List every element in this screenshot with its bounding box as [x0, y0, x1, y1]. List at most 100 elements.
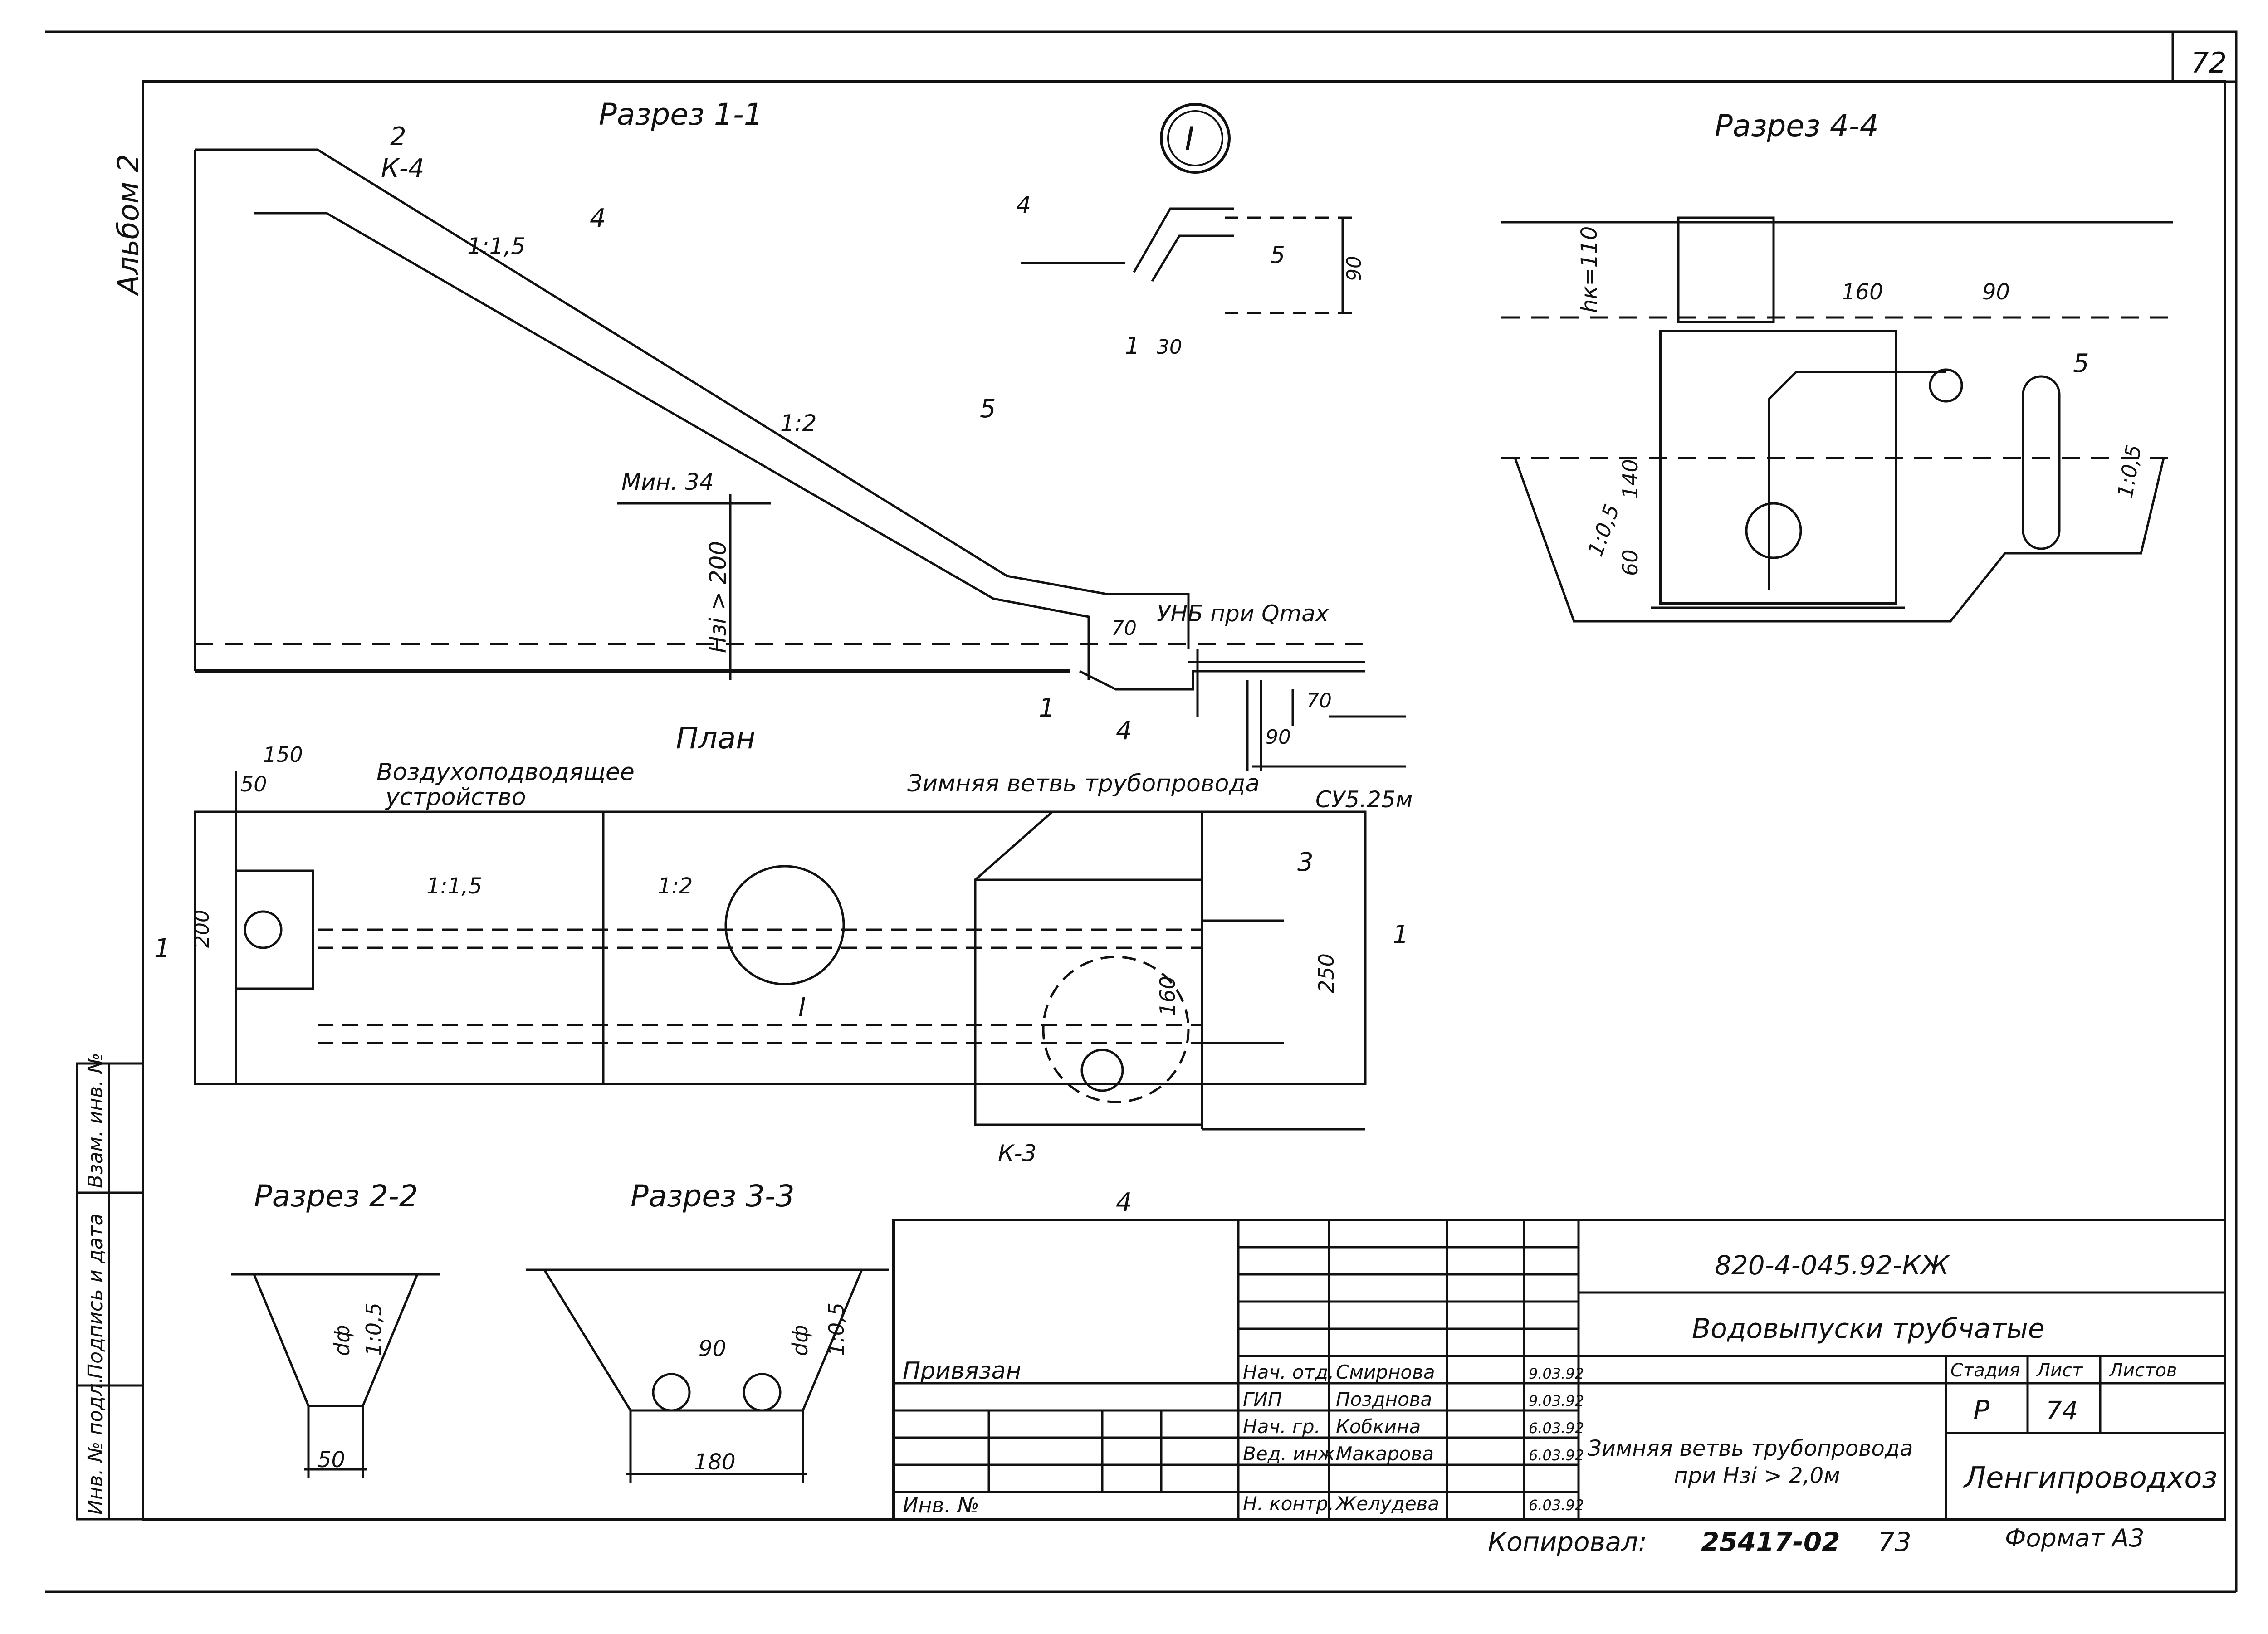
tb-name: Смирнова — [1336, 1361, 1435, 1383]
dim-90-s33: 90 — [699, 1336, 726, 1361]
plan-callout-1-right: 1 — [1393, 920, 1409, 950]
side-stamp — [76, 1062, 144, 1521]
node-callout-4: 4 — [1016, 192, 1031, 219]
footer-format: Формат А3 — [2005, 1524, 2145, 1552]
plan-slope-1-15: 1:1,5 — [426, 873, 482, 899]
node-callout-1: 1 — [1125, 332, 1140, 360]
s33-df: dф — [788, 1325, 812, 1356]
section-4-4-title: Разрез 4-4 — [1715, 108, 1879, 143]
section-3-3: Разрез 3-3 90 180 1:0,5 dф — [526, 1179, 889, 1483]
s22-slope: 1:0,5 — [362, 1302, 386, 1356]
plan-slope-1-2: 1:2 — [658, 873, 693, 899]
dim-50-plan: 50 — [240, 772, 267, 796]
tb-role: Нач. гр. — [1243, 1415, 1320, 1438]
s33-slope: 1:0,5 — [824, 1302, 849, 1356]
section-3-3-title: Разрез 3-3 — [631, 1179, 795, 1214]
footer-number: 73 — [1878, 1527, 1911, 1557]
label-k4: К-4 — [381, 154, 425, 183]
air-device-line2: устройство — [385, 784, 526, 811]
title-block-frame — [892, 1219, 2226, 1521]
winter-branch-label: Зимняя ветвь трубопровода — [907, 770, 1260, 797]
label-hzi: Hзі > 200 — [705, 541, 731, 653]
dim-90-44: 90 — [1982, 279, 2010, 305]
tb-sheet-label: Лист — [2036, 1360, 2083, 1381]
plan-callout-1-left: 1 — [154, 934, 171, 963]
tb-sheet: 74 — [2046, 1396, 2078, 1426]
section-1-1-title: Разрез 1-1 — [599, 97, 763, 132]
dim-70: 70 — [1306, 689, 1332, 712]
section-4-4: Разрез 4-4 hк=110 160 90 5 140 60 1:0,5 … — [1501, 108, 2173, 623]
callout-1: 1 — [1039, 693, 1055, 723]
footer-copied-label: Копировал: — [1488, 1527, 1647, 1557]
page-number: 72 — [2191, 46, 2227, 79]
dim-60-44: 60 — [1618, 549, 1642, 576]
tb-code: 820-4-045.92-КЖ — [1715, 1250, 1950, 1281]
tb-date: 6.03.92 — [1529, 1447, 1584, 1464]
node-dim-90: 90 — [1343, 256, 1366, 281]
tb-role: Нач. отд. — [1243, 1361, 1334, 1383]
dim-200-plan: 200 — [191, 910, 214, 948]
section-2-2: Разрез 2-2 50 1:0,5 dф — [231, 1179, 440, 1478]
dim-160-44: 160 — [1842, 279, 1883, 305]
tb-sheet-title-1: Зимняя ветвь трубопровода — [1588, 1436, 1913, 1461]
plan-callout-4-top: 4 — [1116, 716, 1132, 746]
dim-160-plan: 160 — [1155, 976, 1180, 1016]
slope-1-05-b: 1:0,5 — [2113, 443, 2146, 500]
plan-callout-4-bottom: 4 — [1116, 1188, 1132, 1217]
tb-organization: Ленгипроводхоз — [1963, 1461, 2217, 1495]
callout-5: 5 — [980, 394, 996, 424]
section-2-2-title: Разрез 2-2 — [254, 1179, 418, 1214]
dim-180: 180 — [694, 1449, 736, 1475]
stamp-inv-podl: Инв. № подл. — [84, 1377, 107, 1515]
tb-role: ГИП — [1243, 1388, 1282, 1410]
stamp-signature-date: Подпись и дата — [84, 1214, 107, 1379]
label-min-level: Мин. 34 — [621, 469, 714, 495]
plan-title: План — [676, 721, 755, 756]
tb-name: Кобкина — [1336, 1415, 1421, 1438]
stamp-vzam-inv: Взам. инв. № — [84, 1053, 107, 1188]
tb-stage: Р — [1973, 1395, 1990, 1426]
node-callout-5: 5 — [1270, 242, 1285, 269]
tb-date: 9.03.92 — [1529, 1365, 1584, 1382]
air-device-line1: Воздухоподводящее — [376, 759, 635, 786]
tb-date: 9.03.92 — [1529, 1392, 1584, 1410]
tb-attached: Привязан — [903, 1357, 1021, 1385]
tb-inv-no: Инв. № — [903, 1493, 979, 1517]
tb-title: Водовыпуски трубчатые — [1692, 1313, 2045, 1345]
section-1-1: Разрез 1-1 2 К-4 1:1,5 4 1:2 5 Мин. 34 H… — [194, 97, 1413, 813]
node-dim-30: 30 — [1157, 336, 1182, 359]
dim-140: 70 — [1111, 617, 1137, 640]
tb-date: 6.03.92 — [1529, 1497, 1584, 1514]
tb-name: Позднова — [1336, 1388, 1432, 1410]
dim-50-s22: 50 — [318, 1447, 345, 1473]
tb-name: Макарова — [1336, 1443, 1434, 1465]
detail-node-i: I 4 5 1 30 90 — [1016, 103, 1366, 360]
tb-role: Вед. инж. — [1243, 1443, 1341, 1465]
slope-1-15: 1:1,5 — [467, 233, 525, 259]
tb-date: 6.03.92 — [1529, 1419, 1584, 1437]
footer-order-no: 25417-02 — [1701, 1527, 1840, 1557]
callout-2: 2 — [390, 122, 406, 151]
plan-view: План Воздухоподводящее устройство Зимняя… — [154, 716, 1409, 1217]
tb-sheet-title-2: при Hзі > 2,0м — [1674, 1463, 1840, 1488]
dim-140-44: 140 — [1618, 459, 1642, 499]
plan-label-k3: К-3 — [998, 1140, 1036, 1166]
s22-df: dф — [330, 1325, 354, 1356]
tb-staff: Нач. отд. Смирнова 9.03.92 ГИП Позднова … — [1243, 1361, 1584, 1515]
slope-1-2: 1:2 — [780, 410, 816, 436]
dim-150: 150 — [263, 742, 303, 767]
node-mark: I — [1185, 120, 1194, 157]
plan-callout-3: 3 — [1297, 848, 1314, 877]
callout-5-44: 5 — [2073, 349, 2089, 378]
tb-stage-label: Стадия — [1950, 1360, 2020, 1381]
dim-90: 90 — [1266, 726, 1291, 749]
tb-sheets-label: Листов — [2108, 1360, 2177, 1381]
tb-name: Желудева — [1334, 1493, 1439, 1515]
label-cy: СУ5.25м — [1315, 786, 1413, 813]
label-hk: hк=110 — [1577, 226, 1602, 313]
tb-role: Н. контр. — [1243, 1493, 1334, 1515]
album-label: Альбом 2 — [112, 154, 146, 297]
dim-250: 250 — [1314, 953, 1339, 993]
plan-node-mark: I — [798, 993, 806, 1022]
